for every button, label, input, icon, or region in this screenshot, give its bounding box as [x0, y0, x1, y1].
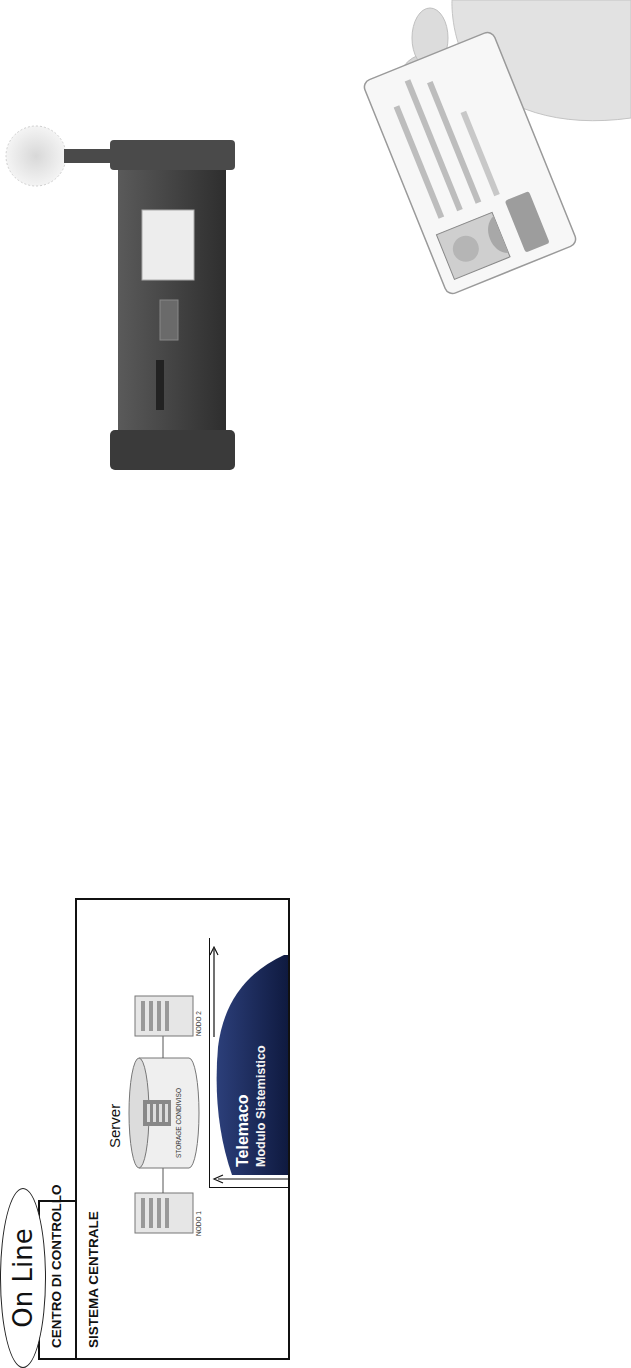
reader-lamp — [6, 126, 66, 186]
node-label: NODO 1 — [195, 1211, 202, 1236]
lamp-stem — [64, 149, 112, 163]
node-title: CENTRO DI CONTROLLO — [50, 1185, 65, 1349]
server-label: Server — [107, 1104, 124, 1148]
module-title: Telemaco — [234, 1094, 252, 1167]
card-reader — [110, 140, 235, 470]
software-module-box: TelemacoModulo Sistemistico — [209, 938, 289, 1188]
server-tower — [135, 996, 193, 1036]
storage-label: STORAGE CONDIVISO — [175, 1088, 182, 1158]
storage-cylinder — [129, 1058, 199, 1168]
module-arch — [217, 955, 288, 1175]
node-label: NODO 2 — [195, 1011, 202, 1036]
connection-label: On Line — [0, 1188, 46, 1368]
server-tower — [135, 1193, 193, 1233]
central-system-box: SISTEMA CENTRALE TelemacoModulo Sistemist… — [75, 898, 290, 1360]
node-title: SISTEMA CENTRALE — [87, 1211, 102, 1348]
module-subtitle: Modulo Sistemistico — [255, 1045, 269, 1167]
id-card — [362, 30, 578, 296]
reader-body — [110, 140, 235, 470]
